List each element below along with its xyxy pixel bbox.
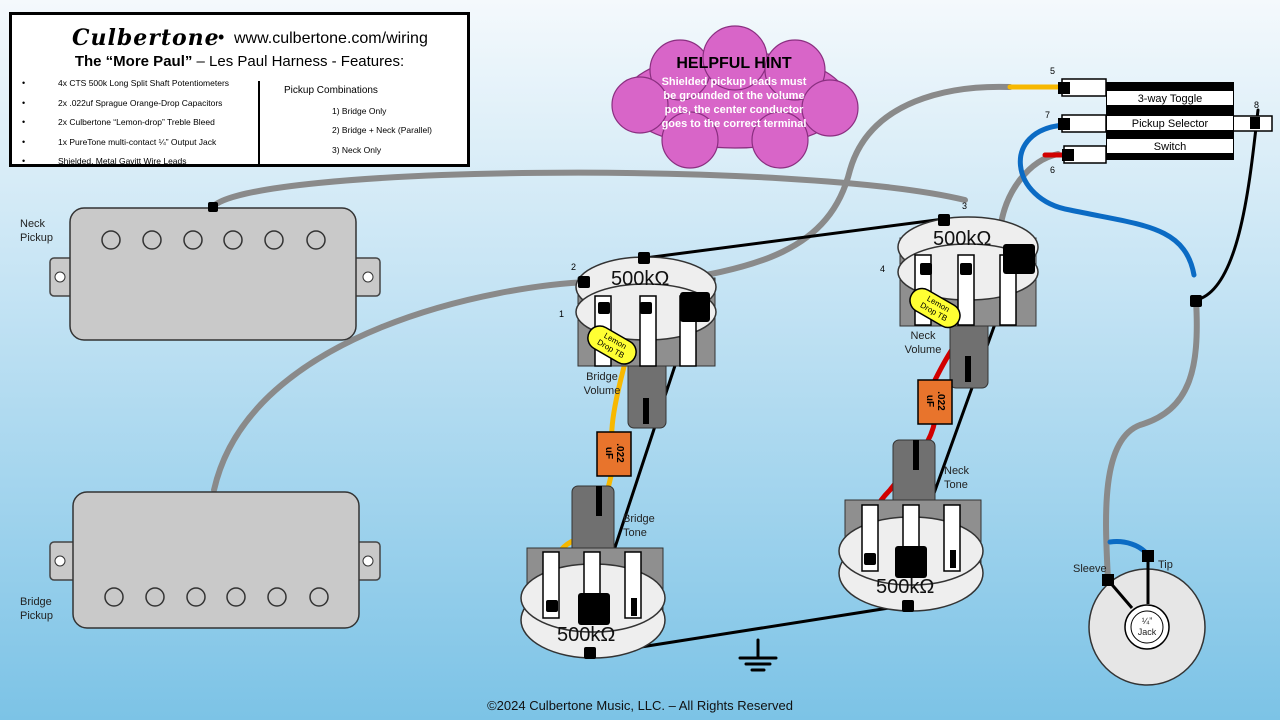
jack-label: ¼” Jack xyxy=(1137,616,1157,637)
toggle-lead-5 xyxy=(637,83,1013,288)
switch-label-toggle: 3-way Toggle xyxy=(1106,90,1234,106)
neck-pickup-label: Neck Pickup xyxy=(20,218,54,244)
hint-title: HELPFUL HINT xyxy=(676,55,792,72)
neck-tone-pot xyxy=(838,439,984,612)
neck-capacitor xyxy=(917,379,953,425)
neck-volume-value: 500kΩ xyxy=(933,228,992,250)
harness-title: The “More Paul” – Les Paul Harness - Fea… xyxy=(74,53,405,70)
bridge-capacitor xyxy=(596,431,632,477)
neck-pickup xyxy=(49,207,381,341)
neck-cap-value: .022 uF xyxy=(924,391,946,411)
header-bullet: • xyxy=(218,27,225,47)
bridge-tone-value: 500kΩ xyxy=(557,624,616,646)
hint-body: Shielded pickup leads must be grounded o… xyxy=(661,76,807,130)
switch-label-switch: Switch xyxy=(1106,138,1234,154)
switch-number: 6 xyxy=(1050,165,1056,175)
solder-points xyxy=(208,202,1202,659)
copyright-footer: ©2024 Culbertone Music, LLC. – All Right… xyxy=(487,698,793,713)
bridge-volume-label: Bridge Volume xyxy=(583,371,621,397)
sleeve-label: Sleeve xyxy=(1073,563,1107,575)
feature-item: 1x PureTone multi-contact ¼” Output Jack xyxy=(20,134,260,154)
switch-number: 5 xyxy=(1050,66,1056,76)
bridge-pickup-lead xyxy=(211,279,593,493)
jack-sleeve-lead xyxy=(1103,297,1200,583)
feature-list: 4x CTS 500k Long Split Shaft Potentiomet… xyxy=(20,75,260,173)
bridge-tone-label: Bridge Tone xyxy=(623,513,655,539)
terminal-number: 3 xyxy=(962,201,968,211)
terminal-number: 4 xyxy=(880,264,886,274)
hint-cloud xyxy=(611,25,859,169)
feature-item: 2x .022uf Sprague Orange-Drop Capacitors xyxy=(20,95,260,115)
switch-number: 7 xyxy=(1045,110,1051,120)
combination-item: 1) Bridge Only xyxy=(332,106,387,116)
tip-label: Tip xyxy=(1158,559,1173,571)
shielded-leads xyxy=(209,83,1200,583)
terminal-number: 1 xyxy=(559,309,565,319)
bridge-volume-pot xyxy=(575,256,717,429)
feature-item: 4x CTS 500k Long Split Shaft Potentiomet… xyxy=(20,75,260,95)
bridge-treble-bleed xyxy=(587,325,637,365)
divider xyxy=(258,81,260,167)
neck-volume-label: Neck Volume xyxy=(904,330,942,356)
harness-info-box: Culbertone • www.culbertone.com/wiring T… xyxy=(9,12,470,169)
feature-item: 2x Culbertone “Lemon-drop” Treble Bleed xyxy=(20,114,260,134)
bridge-cap-value: .022 uF xyxy=(603,443,625,463)
bridge-volume-value: 500kΩ xyxy=(611,268,670,290)
website-url: www.culbertone.com/wiring xyxy=(234,30,428,47)
combinations-heading: Pickup Combinations xyxy=(284,85,378,96)
bridge-pickup-label: Bridge Pickup xyxy=(20,596,54,622)
terminal-number: 2 xyxy=(571,262,577,272)
switch-number: 8 xyxy=(1254,100,1260,110)
neck-pickup-lead xyxy=(209,169,968,211)
combination-item: 2) Bridge + Neck (Parallel) xyxy=(332,125,432,135)
neck-treble-bleed xyxy=(909,287,961,329)
feature-item: Shielded, Metal Gavitt Wire Leads xyxy=(20,153,260,173)
bridge-pickup xyxy=(49,491,381,629)
neck-tone-label: Neck Tone xyxy=(944,465,970,491)
combination-item: 3) Neck Only xyxy=(332,145,382,155)
output-jack xyxy=(1088,550,1206,686)
neck-tone-value: 500kΩ xyxy=(876,576,935,598)
switch-label-selector: Pickup Selector xyxy=(1106,115,1234,131)
brand-logo: Culbertone xyxy=(72,25,220,51)
